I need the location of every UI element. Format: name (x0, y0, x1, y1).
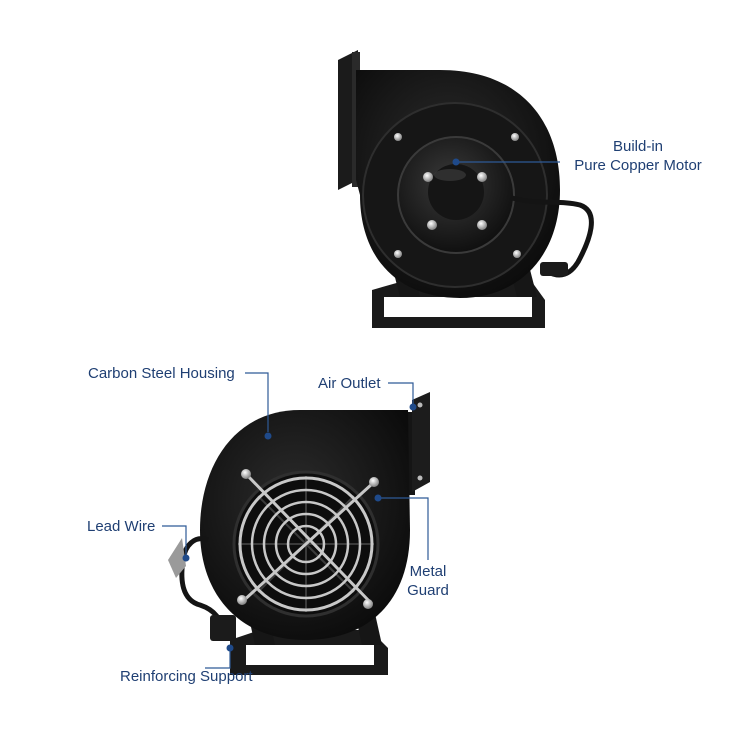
housing-bolt (511, 133, 519, 141)
motor-label-line2: Pure Copper Motor (574, 157, 702, 174)
guard-bolt (241, 469, 251, 479)
motor-bolt (477, 220, 487, 230)
lead-wire-label: Lead Wire (87, 518, 156, 535)
guard-callout: Metal Guard (398, 562, 458, 600)
motor-callout: Build-in Pure Copper Motor (563, 137, 713, 175)
support-label: Reinforcing Support (120, 668, 253, 685)
guard-bolt (363, 599, 373, 609)
metal-guard (238, 472, 374, 612)
housing-label: Carbon Steel Housing (88, 365, 235, 382)
motor-bolt (427, 220, 437, 230)
guard-bolt (237, 595, 247, 605)
housing-bolt (513, 250, 521, 258)
guard-label-line2: Guard (407, 582, 449, 599)
top-blower (338, 50, 594, 328)
motor-label-line1: Build-in (612, 138, 664, 155)
motor-bolt (477, 172, 487, 182)
housing-bolt (394, 133, 402, 141)
callout-dots (182, 158, 460, 652)
motor-bolt (423, 172, 433, 182)
callout-lines (162, 161, 560, 669)
bottom-blower (168, 392, 430, 675)
guard-bolt (369, 477, 379, 487)
housing-bolt (394, 250, 402, 258)
air-outlet-label: Air Outlet (318, 375, 381, 392)
guard-label-line1: Metal (409, 563, 447, 580)
